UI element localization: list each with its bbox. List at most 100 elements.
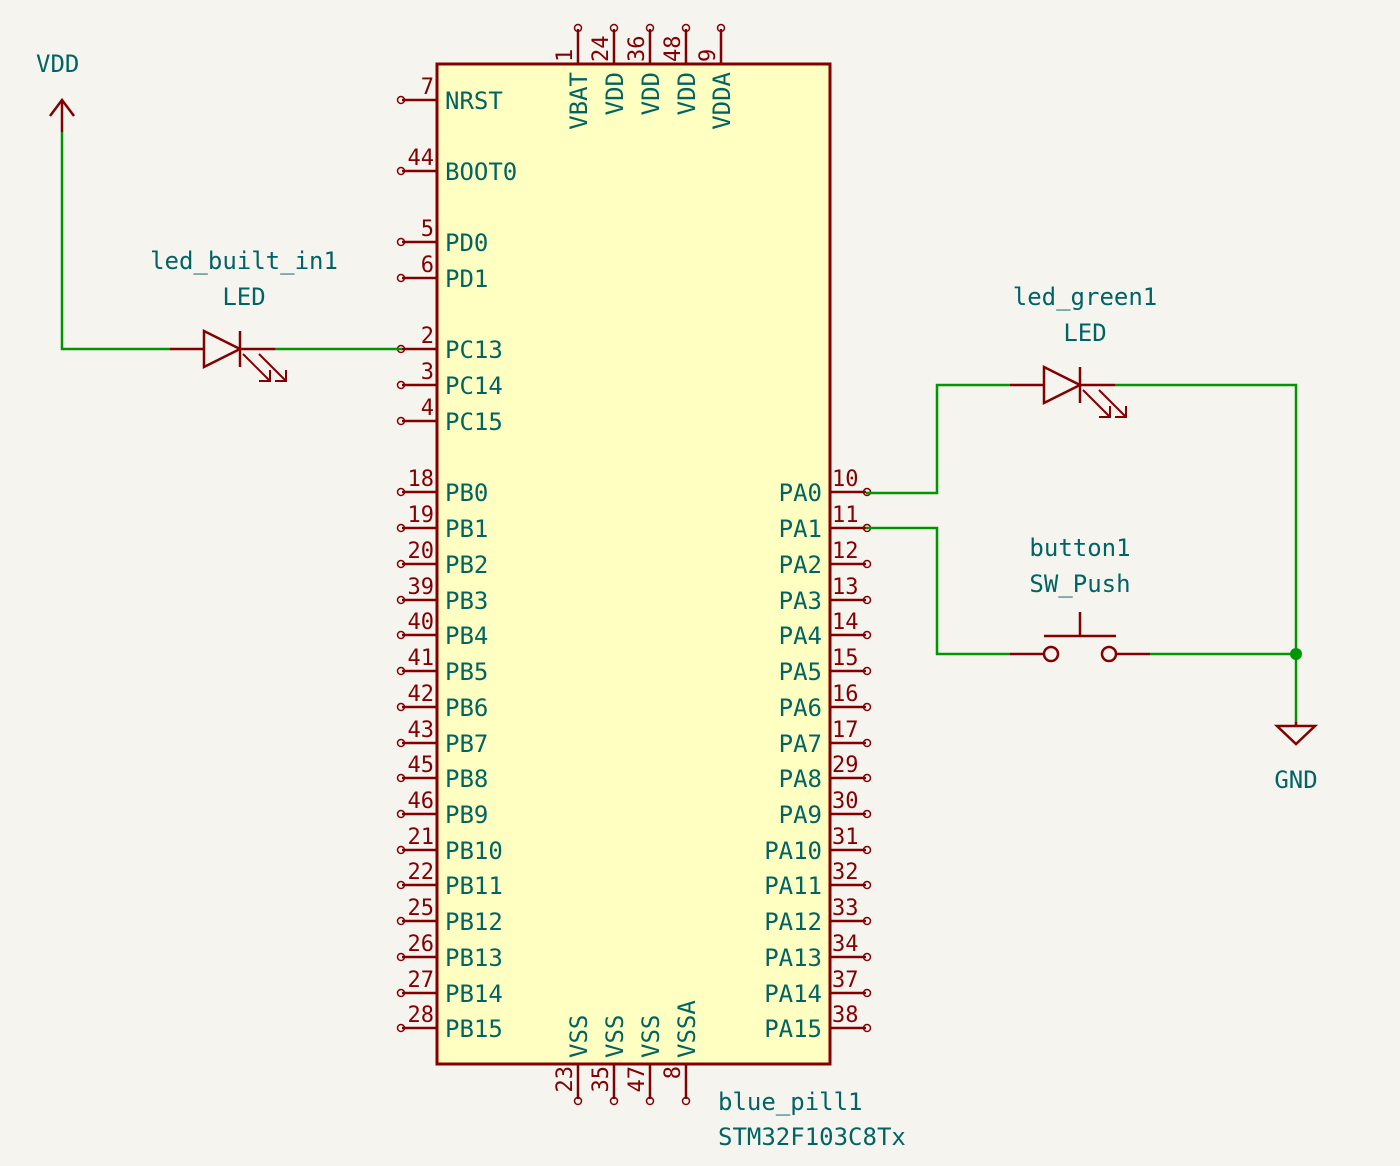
- push-button-symbol[interactable]: button1 SW_Push: [1010, 534, 1150, 663]
- pin-end-icon: [716, 23, 726, 33]
- pin-name: PB13: [445, 944, 503, 972]
- wire-led-green-to-gnd[interactable]: [1115, 383, 1298, 654]
- pin-name: PB7: [445, 730, 488, 758]
- gnd-power-symbol[interactable]: GND: [1273, 722, 1319, 794]
- pin-name: PB6: [445, 694, 488, 722]
- pin-name: PA4: [779, 622, 822, 650]
- button-value: SW_Push: [1029, 570, 1130, 598]
- pin-end-icon: [396, 380, 406, 390]
- pin-pa11[interactable]: 32 PA11: [764, 860, 872, 900]
- pin-pc15[interactable]: 4 PC15: [396, 396, 503, 436]
- pin-end-icon: [862, 773, 872, 783]
- pin-number: 27: [408, 968, 435, 993]
- pin-name: PA11: [764, 872, 822, 900]
- pin-end-icon: [396, 237, 406, 247]
- pin-name: VDD: [601, 72, 629, 115]
- pin-end-icon: [862, 809, 872, 819]
- vdd-power-symbol[interactable]: VDD: [36, 50, 79, 132]
- pin-number: 4: [421, 396, 434, 421]
- pin-end-icon: [396, 988, 406, 998]
- pin-name: VSS: [565, 1015, 593, 1058]
- pin-name: PB11: [445, 872, 503, 900]
- pin-end-icon: [396, 273, 406, 283]
- pin-number: 39: [408, 575, 435, 600]
- pin-end-icon: [396, 845, 406, 855]
- pin-number: 32: [832, 860, 859, 885]
- pin-number: 36: [625, 36, 650, 63]
- led-builtin-symbol[interactable]: led_built_in1 LED: [150, 247, 338, 382]
- pin-name: PB15: [445, 1015, 503, 1043]
- pin-number: 35: [589, 1066, 614, 1093]
- pin-number: 29: [832, 753, 859, 778]
- pin-name: PD1: [445, 265, 488, 293]
- pin-name: PA0: [779, 479, 822, 507]
- pin-end-icon: [862, 1023, 872, 1033]
- led-green-symbol[interactable]: led_green1 LED: [1010, 283, 1157, 418]
- pin-end-icon: [862, 952, 872, 962]
- wire-pa1-to-button[interactable]: [866, 526, 1010, 656]
- wire-vdd-to-led-builtin[interactable]: [60, 132, 170, 351]
- pin-end-icon: [396, 95, 406, 105]
- pin-name: VSS: [637, 1015, 665, 1058]
- diode-triangle-icon: [1042, 364, 1083, 406]
- mcu-body[interactable]: [435, 62, 832, 1066]
- pin-name: PA9: [779, 801, 822, 829]
- pin-name: PC15: [445, 408, 503, 436]
- wire-pa0-to-led-green[interactable]: [866, 383, 1010, 495]
- pin-number: 40: [408, 610, 435, 635]
- pin-name: PA12: [764, 908, 822, 936]
- vdd-label: VDD: [36, 50, 79, 78]
- wires: [60, 132, 1298, 722]
- mcu-reference: blue_pill1: [718, 1088, 863, 1116]
